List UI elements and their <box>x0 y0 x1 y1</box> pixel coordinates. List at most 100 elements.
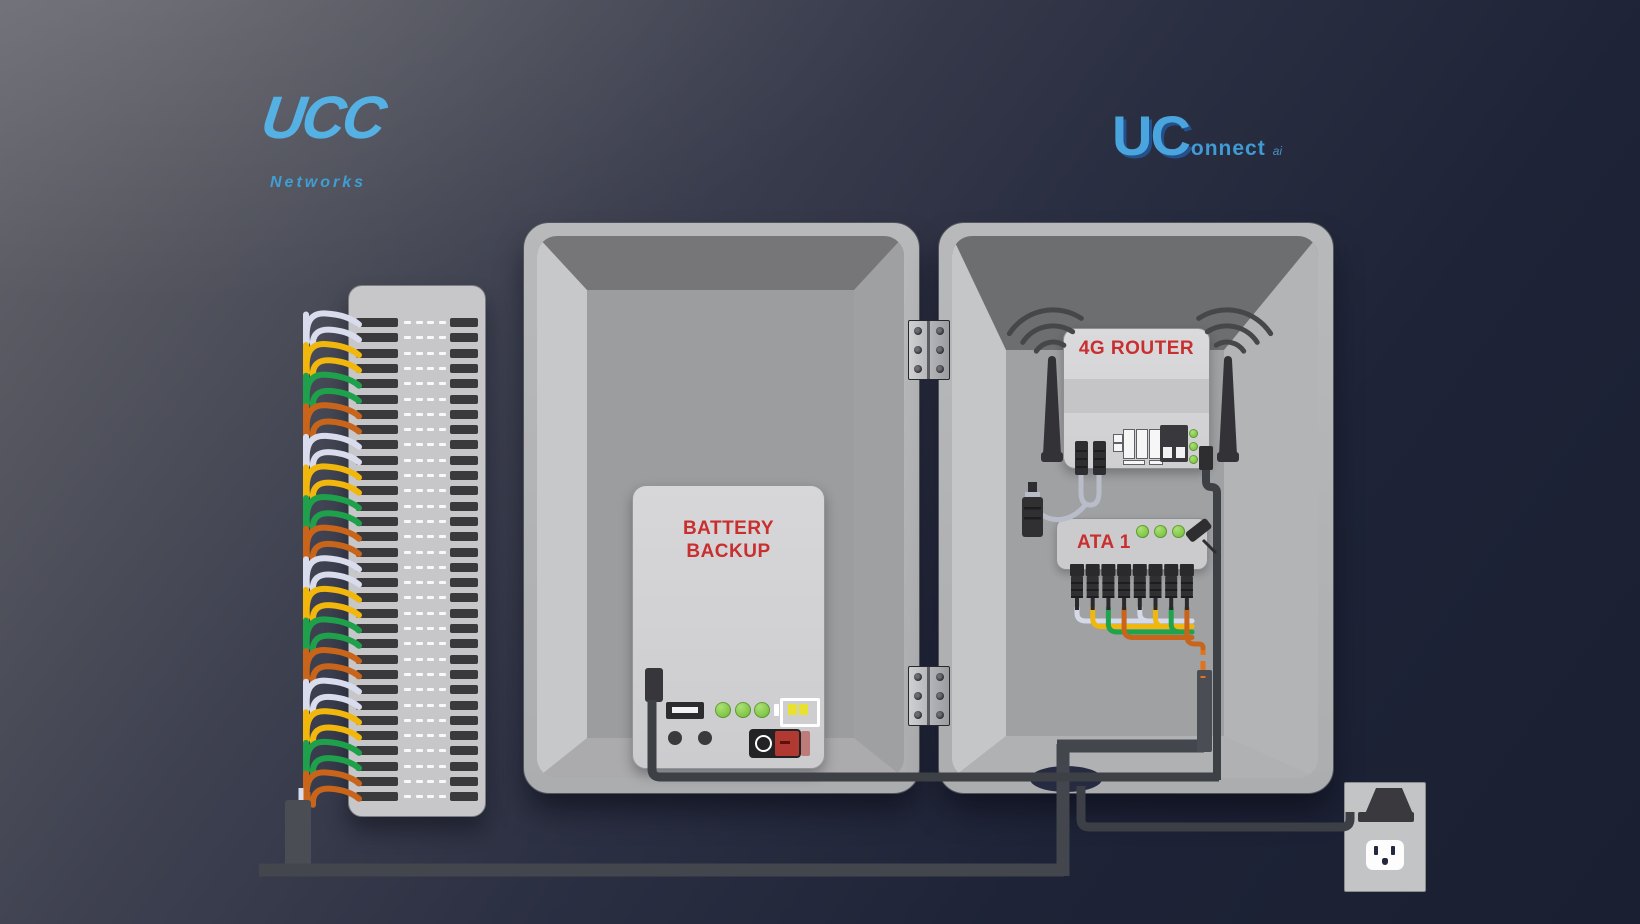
punch-bridge-dash <box>404 443 411 447</box>
punch-bridge-dash <box>438 703 446 707</box>
punch-bridge-dash <box>438 672 446 676</box>
battery-icon-terminal <box>774 704 779 716</box>
punch-contact-right <box>450 731 478 741</box>
hinge-screw <box>914 692 922 700</box>
punch-bridge-dash <box>415 581 423 585</box>
router-port-small-2 <box>1113 443 1123 452</box>
punch-bridge-dash <box>404 688 411 692</box>
punch-contact-right <box>450 425 478 435</box>
punch-bridge-dash <box>427 489 435 493</box>
uconnect-logo-uc: UC <box>1112 104 1191 167</box>
punch-bridge-dash <box>438 688 446 692</box>
uconnect-logo-suffix: ai <box>1272 144 1283 158</box>
punch-bridge-dash <box>415 535 423 539</box>
punch-bridge-dash <box>438 504 446 508</box>
router-status-led-2 <box>1188 441 1198 451</box>
punch-bridge-dash <box>438 489 446 493</box>
punch-bridge-dash <box>427 764 435 768</box>
punch-bridge-dash <box>415 703 423 707</box>
ucc-logo-text: UCC <box>257 84 388 151</box>
punch-bridge-dash <box>415 550 423 554</box>
punch-contact-left <box>356 440 398 450</box>
punch-bridge-dash <box>438 336 446 340</box>
punch-contact-left <box>356 639 398 649</box>
punch-bridge-dash <box>438 397 446 401</box>
hinge-screw <box>914 327 922 335</box>
battery-button-1 <box>668 731 682 745</box>
punch-contact-left <box>356 562 398 572</box>
router-status-led-3 <box>1188 454 1198 464</box>
punch-contact-right <box>450 379 478 389</box>
punch-bridge-dash <box>427 596 435 600</box>
punch-bridge-dash <box>438 382 446 386</box>
punch-bridge-dash <box>404 627 411 630</box>
punch-contact-right <box>450 562 478 572</box>
battery-power-switch <box>749 729 801 758</box>
hinge-bottom <box>908 666 950 726</box>
router-port-bar-2 <box>1149 460 1163 465</box>
punch-bridge-dash <box>415 642 423 646</box>
punch-bridge-dash <box>438 718 446 722</box>
punch-bridge-dash <box>404 780 411 783</box>
punch-bridge-dash <box>427 382 435 386</box>
hinge-screw <box>936 346 944 354</box>
punch-bridge-dash <box>427 351 435 355</box>
ata-label: ATA 1 <box>1077 532 1131 553</box>
punch-bridge-dash <box>404 764 411 768</box>
outlet-slot-right <box>1391 846 1395 855</box>
battery-display-slot <box>666 702 704 719</box>
punch-bridge-dash <box>427 627 435 630</box>
punch-contact-left <box>356 731 398 741</box>
router-status-led-1 <box>1188 428 1198 438</box>
punch-bridge-dash <box>404 565 411 569</box>
punch-contact-right <box>450 333 478 343</box>
punch-bridge-dash <box>415 780 423 783</box>
punch-contact-left <box>356 471 398 480</box>
punch-contact-left <box>356 685 398 695</box>
punch-bridge-dash <box>415 443 423 447</box>
punch-contact-left <box>356 792 398 802</box>
punch-bridge-dash <box>415 611 423 615</box>
punch-bridge-dash <box>404 366 411 370</box>
punch-contact-right <box>450 700 478 710</box>
punch-contact-left <box>356 532 398 542</box>
punch-bridge-dash <box>438 749 446 753</box>
ata-status-led-3 <box>1171 524 1185 538</box>
punch-contact-right <box>450 409 478 419</box>
punch-contact-left <box>356 501 398 511</box>
battery-status-led-3 <box>754 702 770 718</box>
punch-bridge-dash <box>438 366 446 370</box>
punch-bridge-dash <box>415 321 423 324</box>
punch-contact-left <box>356 455 398 465</box>
punch-contact-right <box>450 486 478 496</box>
punch-bridge-dash <box>415 428 423 432</box>
punch-bridge-dash <box>404 672 411 676</box>
uconnect-logo-rest: onnect <box>1190 137 1266 160</box>
hinge-screw <box>914 673 922 681</box>
punch-bridge-dash <box>404 535 411 539</box>
punch-contact-left <box>356 425 398 435</box>
punch-bridge-dash <box>427 672 435 676</box>
punch-contact-left <box>356 715 398 725</box>
punch-contact-left <box>356 746 398 756</box>
punch-bridge-dash <box>427 474 435 477</box>
battery-button-2 <box>698 731 712 745</box>
punch-bridge-dash <box>438 474 446 477</box>
punch-contact-left <box>356 669 398 679</box>
power-off-symbol <box>755 735 772 752</box>
punch-bridge-dash <box>415 351 423 355</box>
punch-contact-right <box>450 363 478 373</box>
punch-bridge-dash <box>415 657 423 661</box>
punch-bridge-dash <box>404 718 411 722</box>
wall-outlet-plate <box>1344 782 1426 892</box>
punch-bridge-dash <box>427 749 435 753</box>
punch-contact-right <box>450 593 478 603</box>
punch-bridge-dash <box>427 321 435 324</box>
punch-contact-right <box>450 792 478 802</box>
punch-contact-left <box>356 777 398 786</box>
power-switch-glow <box>801 731 810 756</box>
punch-bridge-dash <box>404 795 411 799</box>
router-trim-band <box>1064 379 1209 413</box>
punch-contact-left <box>356 578 398 588</box>
punch-bridge-dash <box>427 718 435 722</box>
